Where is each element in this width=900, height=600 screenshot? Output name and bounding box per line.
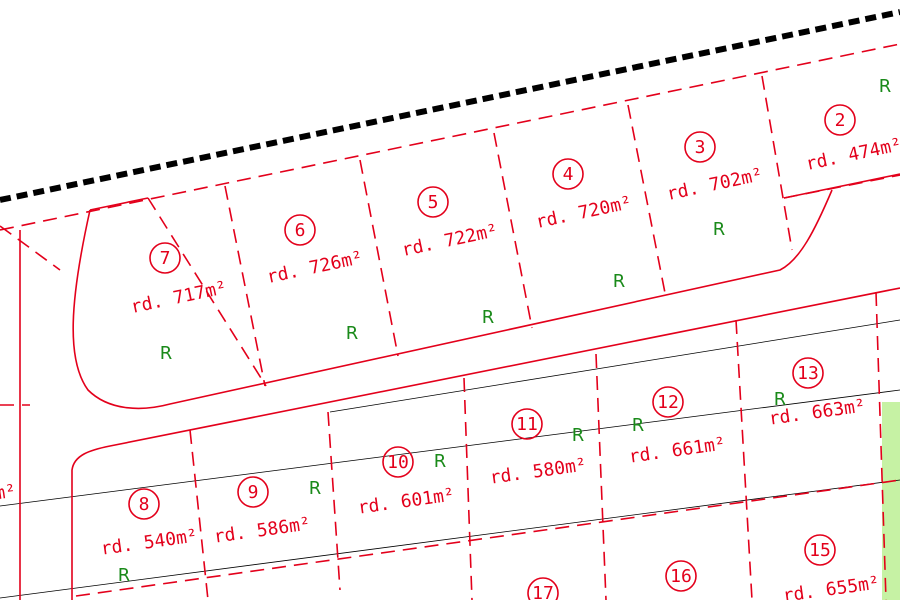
- plot-5-number: 5: [428, 192, 439, 213]
- reference-line: [329, 319, 900, 413]
- plot-9-area: rd. 586m²: [212, 513, 312, 547]
- plot-7-zone: R: [160, 343, 173, 364]
- plot-number-markers: [128, 104, 856, 600]
- plot-2-area: rd. 474m²: [804, 134, 900, 175]
- plot-17-number: 17: [532, 583, 554, 600]
- plot-boundary: [189, 429, 209, 600]
- plot-boundary: [147, 197, 267, 387]
- plot-boundary: [359, 159, 399, 357]
- plot-10-number: 10: [387, 452, 409, 473]
- reference-line: [0, 389, 900, 507]
- plot-4-number: 4: [563, 164, 574, 185]
- plot-15-number: 15: [809, 540, 831, 561]
- plot-7-area: rd. 717m²: [129, 277, 229, 318]
- plot-boundary: [327, 411, 341, 591]
- plot-5-number-circle: [417, 186, 449, 218]
- plot-3-zone: R: [713, 219, 726, 240]
- plot-4-area: rd. 720m²: [534, 192, 634, 233]
- plot-15-area: rd. 655m²: [781, 572, 881, 600]
- plot-11-number: 11: [516, 414, 538, 435]
- plot-boundary: [735, 319, 753, 600]
- plot-9-zone: R: [309, 478, 322, 499]
- plot-10-number-circle: [382, 446, 414, 478]
- plot-7-number: 7: [160, 248, 171, 269]
- plot-13-number: 13: [797, 363, 819, 384]
- plot-2-zone: R: [879, 76, 892, 97]
- plot-boundary: [493, 132, 533, 329]
- street-edge-north: [89, 197, 149, 211]
- plot-15-number-circle: [804, 534, 836, 566]
- plot-3-area: rd. 702m²: [665, 164, 765, 205]
- plot-8-number: 8: [139, 494, 150, 515]
- plot-boundary: [224, 185, 266, 387]
- plot-boundary: [783, 174, 900, 199]
- street-edge-east: [783, 173, 900, 199]
- plot-13-zone: R: [774, 389, 787, 410]
- plot-4-zone: R: [613, 271, 626, 292]
- left-edge-area-fragment: m²: [0, 481, 17, 505]
- plot-12-number: 12: [657, 392, 679, 413]
- plot-12-zone: R: [632, 415, 645, 436]
- reference-lines: [0, 319, 900, 599]
- plot-boundary: [75, 479, 900, 597]
- plot-boundary: [627, 104, 667, 299]
- plot-8-number-circle: [128, 488, 160, 520]
- plot-6-area: rd. 726m²: [265, 247, 365, 288]
- plot-7-number-circle: [149, 242, 181, 274]
- plot-3-number: 3: [695, 137, 706, 158]
- plot-9-number-circle: [237, 476, 269, 508]
- plot-5-zone: R: [482, 307, 495, 328]
- plot-11-number-circle: [511, 408, 543, 440]
- development-boundary-line: [0, 9, 900, 203]
- plot-boundary: [0, 225, 61, 271]
- plot-boundary: [0, 43, 900, 231]
- plot-boundaries-dashed: [0, 43, 900, 600]
- plot-labels: 2 rd. 474m² R 3 rd. 702m² R 4 rd. 720m² …: [0, 76, 900, 600]
- street-edge-north: [72, 189, 833, 410]
- plot-10-area: rd. 601m²: [356, 484, 456, 518]
- plot-6-zone: R: [346, 323, 359, 344]
- plot-10-zone: R: [434, 451, 447, 472]
- street-outlines: [19, 173, 900, 600]
- plot-boundary: [875, 291, 887, 600]
- plot-6-number: 6: [295, 220, 306, 241]
- plot-8-zone: R: [118, 565, 131, 586]
- street-edge-south: [71, 287, 900, 600]
- plot-12-area: rd. 661m²: [627, 433, 727, 467]
- plot-12-number-circle: [652, 386, 684, 418]
- plot-17-number-circle: [527, 577, 559, 600]
- green-space-area: [882, 402, 900, 600]
- plot-11-zone: R: [572, 425, 585, 446]
- plot-11-area: rd. 580m²: [488, 454, 588, 488]
- plot-9-number: 9: [248, 482, 259, 503]
- plot-boundary: [761, 75, 793, 251]
- plot-4-number-circle: [552, 158, 584, 190]
- reference-line: [0, 479, 900, 599]
- plot-boundary: [463, 377, 473, 600]
- plot-5-area: rd. 722m²: [400, 220, 500, 261]
- plot-16-number-circle: [665, 560, 697, 592]
- plot-3-number-circle: [684, 131, 716, 163]
- plot-16-number: 16: [670, 566, 692, 587]
- plot-8-area: rd. 540m²: [99, 525, 199, 559]
- plot-boundary: [595, 353, 607, 600]
- plot-6-number-circle: [284, 214, 316, 246]
- plot-2-number-circle: [824, 104, 856, 136]
- plot-13-number-circle: [792, 357, 824, 389]
- plot-2-number: 2: [835, 110, 846, 131]
